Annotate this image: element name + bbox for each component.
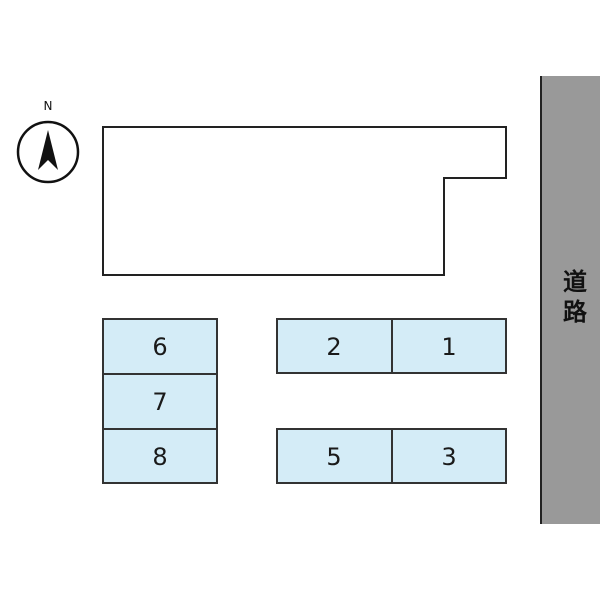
road-label-char-1: 道 xyxy=(563,268,587,296)
compass-letter: N xyxy=(44,99,53,113)
parking-slot-7[interactable]: 7 xyxy=(102,373,218,430)
slot-label-8: 8 xyxy=(152,443,167,471)
slot-rect-6 xyxy=(102,318,218,375)
parking-slot-5[interactable]: 5 xyxy=(276,428,393,484)
slot-label-2: 2 xyxy=(326,333,341,361)
slot-label-1: 1 xyxy=(441,333,456,361)
slot-label-6: 6 xyxy=(152,333,167,361)
north-arrow-icon: N xyxy=(16,99,80,184)
parking-slot-3[interactable]: 3 xyxy=(391,428,507,484)
slot-rect-1 xyxy=(391,318,507,374)
road-label-char-2: 路 xyxy=(563,298,588,326)
road-strip xyxy=(541,76,600,524)
parking-slot-2[interactable]: 2 xyxy=(276,318,393,374)
slot-label-7: 7 xyxy=(152,388,167,416)
slot-label-5: 5 xyxy=(326,443,341,471)
parking-slot-1[interactable]: 1 xyxy=(391,318,507,374)
slot-rect-5 xyxy=(276,428,393,484)
compass-arrow xyxy=(38,130,58,170)
slot-rect-3 xyxy=(391,428,507,484)
slot-rect-8 xyxy=(102,428,218,484)
slot-label-3: 3 xyxy=(441,443,456,471)
building-outline xyxy=(102,126,507,276)
parking-slot-6[interactable]: 6 xyxy=(102,318,218,375)
parking-area: 6 7 8 2 1 5 3 xyxy=(102,318,507,484)
parking-slot-8[interactable]: 8 xyxy=(102,428,218,484)
